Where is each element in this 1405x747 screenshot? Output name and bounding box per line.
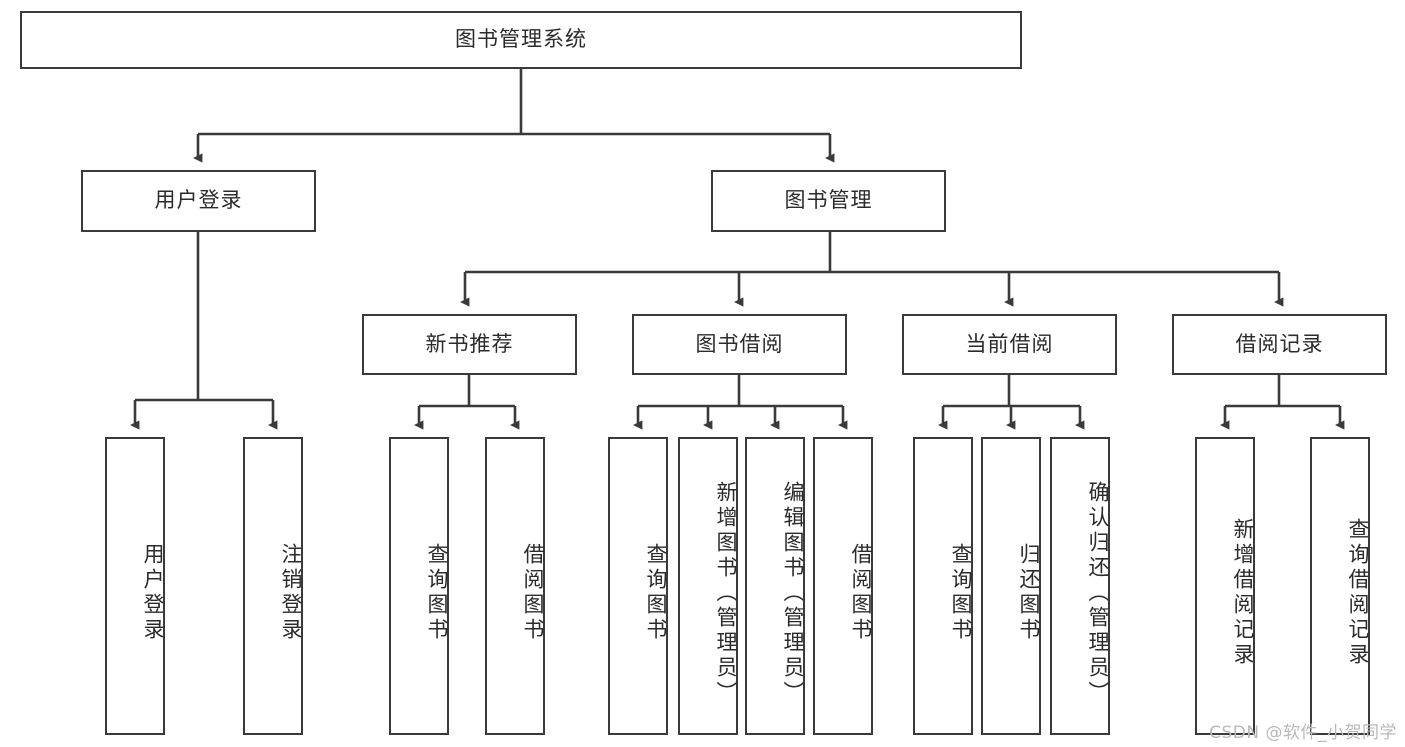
leaf-query-borrow-record[interactable]: 查询借阅记录 bbox=[1310, 437, 1370, 735]
node-label: 当前借阅 bbox=[965, 331, 1054, 356]
node-label: 查询图书 bbox=[425, 543, 449, 643]
node-borrow-record[interactable]: 借阅记录 bbox=[1172, 314, 1387, 375]
node-root-system[interactable]: 图书管理系统 bbox=[20, 11, 1022, 69]
node-label: 查询图书 bbox=[644, 543, 668, 643]
leaf-borrow-book-recommend[interactable]: 借阅图书 bbox=[485, 437, 545, 735]
leaf-query-book-recommend[interactable]: 查询图书 bbox=[389, 437, 449, 735]
node-current-borrow[interactable]: 当前借阅 bbox=[902, 314, 1117, 375]
node-label: 新增借阅记录 bbox=[1231, 518, 1255, 668]
leaf-logout[interactable]: 注销登录 bbox=[243, 437, 303, 735]
node-user-login[interactable]: 用户登录 bbox=[81, 170, 316, 232]
node-book-borrow[interactable]: 图书借阅 bbox=[632, 314, 847, 375]
node-label: 图书借阅 bbox=[695, 331, 784, 356]
leaf-confirm-return-admin[interactable]: 确认归还（管理员） bbox=[1050, 437, 1110, 735]
node-label: 用户登录 bbox=[154, 188, 243, 213]
node-new-book-recommend[interactable]: 新书推荐 bbox=[362, 314, 577, 375]
node-label: 确认归还（管理员） bbox=[1086, 480, 1110, 706]
leaf-query-book-borrow[interactable]: 查询图书 bbox=[608, 437, 668, 735]
node-label: 借阅图书 bbox=[849, 543, 873, 643]
node-label: 查询借阅记录 bbox=[1346, 518, 1370, 668]
node-label: 图书管理 bbox=[784, 188, 873, 213]
leaf-add-borrow-record[interactable]: 新增借阅记录 bbox=[1195, 437, 1255, 735]
node-label: 新书推荐 bbox=[425, 331, 514, 356]
node-label: 编辑图书（管理员） bbox=[781, 480, 805, 706]
leaf-add-book-admin[interactable]: 新增图书（管理员） bbox=[678, 437, 738, 735]
node-label: 借阅记录 bbox=[1235, 331, 1324, 356]
leaf-borrow-book[interactable]: 借阅图书 bbox=[813, 437, 873, 735]
node-label: 新增图书（管理员） bbox=[714, 480, 738, 706]
node-label: 注销登录 bbox=[279, 543, 303, 643]
watermark-text: CSDN @软件_小贺同学 bbox=[1209, 723, 1397, 743]
node-label: 查询图书 bbox=[949, 543, 973, 643]
leaf-return-book[interactable]: 归还图书 bbox=[981, 437, 1041, 735]
leaf-query-book-current[interactable]: 查询图书 bbox=[913, 437, 973, 735]
leaf-user-login[interactable]: 用户登录 bbox=[105, 437, 165, 735]
node-label: 图书管理系统 bbox=[455, 27, 587, 52]
node-label: 借阅图书 bbox=[521, 543, 545, 643]
node-label: 用户登录 bbox=[141, 543, 165, 643]
node-label: 归还图书 bbox=[1017, 543, 1041, 643]
node-book-management[interactable]: 图书管理 bbox=[711, 170, 946, 232]
leaf-edit-book-admin[interactable]: 编辑图书（管理员） bbox=[745, 437, 805, 735]
